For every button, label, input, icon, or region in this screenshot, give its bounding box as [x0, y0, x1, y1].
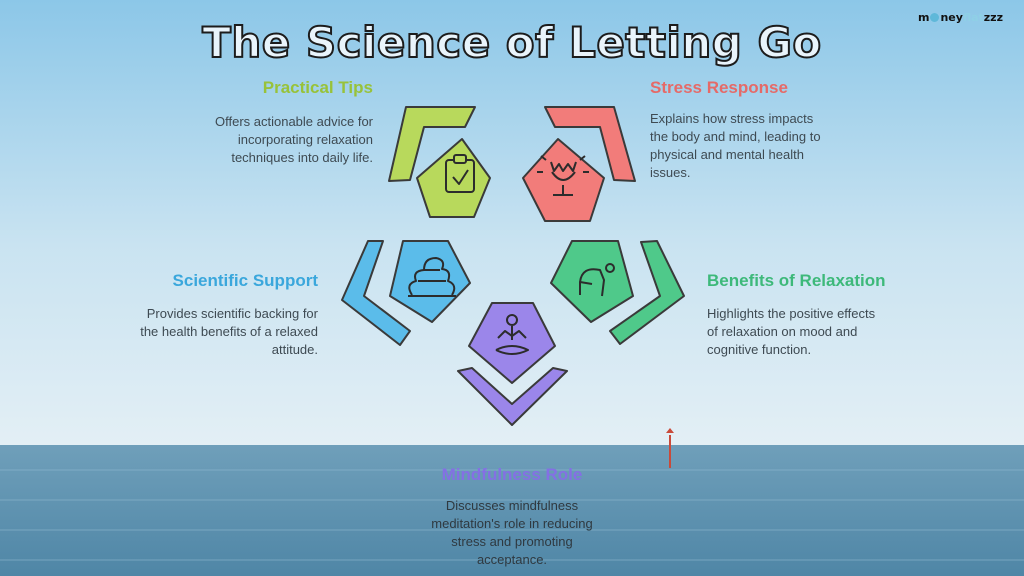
swirl-pile-icon	[408, 257, 456, 297]
logo-text-mid: ney	[940, 11, 963, 24]
logo-text-start: m	[918, 11, 930, 24]
mindfulness-line: Discusses mindfulness	[445, 498, 579, 513]
mindfulness-pentagon	[468, 302, 556, 384]
mindfulness-line: stress and promoting	[451, 534, 573, 549]
logo-text-flat: flat	[962, 11, 984, 24]
mindfulness-segment	[457, 302, 568, 426]
stress-response-line: issues.	[650, 165, 691, 180]
stress-response-line: the body and mind, leading to	[650, 129, 821, 144]
practical-tips-line: Offers actionable advice for	[214, 114, 373, 129]
benefits-line: Highlights the positive effects	[707, 306, 876, 321]
meditating-person-icon	[495, 314, 529, 355]
practical-tips-heading: Practical Tips	[262, 78, 373, 97]
benefits-pentagon	[550, 240, 634, 323]
practical-tips-chevron	[388, 106, 476, 182]
benefits-segment	[550, 240, 685, 345]
scientific-support-segment	[341, 240, 471, 346]
benefits-line: of relaxation on mood and	[707, 324, 858, 339]
scientific-support-line: attitude.	[271, 342, 318, 357]
scientific-support-description: Provides scientific backing for the heal…	[96, 305, 318, 359]
benefits-description: Highlights the positive effects of relax…	[707, 305, 937, 359]
page-title: The Science of Letting Go	[201, 17, 822, 68]
stressed-head-icon	[537, 155, 589, 196]
logo-text-end: zzz	[983, 11, 1003, 24]
scientific-support-line: Provides scientific backing for	[146, 306, 318, 321]
practical-tips-segment	[388, 106, 491, 218]
practical-tips-line: incorporating relaxation	[237, 132, 373, 147]
logo-circle-icon	[930, 13, 940, 22]
benefits-heading: Benefits of Relaxation	[707, 271, 886, 290]
mindfulness-description: Discusses mindfulness meditation's role …	[392, 497, 632, 569]
mindfulness-line: acceptance.	[476, 552, 548, 567]
stress-response-line: physical and mental health	[650, 147, 804, 162]
stress-response-heading: Stress Response	[650, 78, 788, 97]
benefits-line: cognitive function.	[707, 342, 812, 357]
stress-response-description: Explains how stress impacts the body and…	[650, 110, 880, 182]
benefits-chevron	[609, 240, 685, 345]
mindfulness-line: meditation's role in reducing	[431, 516, 593, 531]
mindfulness-heading: Mindfulness Role	[441, 465, 583, 484]
scientific-support-line: the health benefits of a relaxed	[140, 324, 318, 339]
buoy-marker	[666, 428, 674, 468]
stress-response-line: Explains how stress impacts	[650, 111, 814, 126]
stretching-person-icon	[579, 263, 615, 297]
clipboard-check-icon	[445, 154, 475, 193]
stress-response-segment	[522, 106, 636, 222]
stress-response-chevron	[544, 106, 636, 182]
scientific-support-heading: Scientific Support	[172, 271, 318, 290]
mindfulness-chevron	[457, 367, 568, 426]
scientific-support-chevron	[341, 240, 411, 346]
practical-tips-description: Offers actionable advice for incorporati…	[150, 113, 373, 167]
practical-tips-line: techniques into daily life.	[231, 150, 373, 165]
